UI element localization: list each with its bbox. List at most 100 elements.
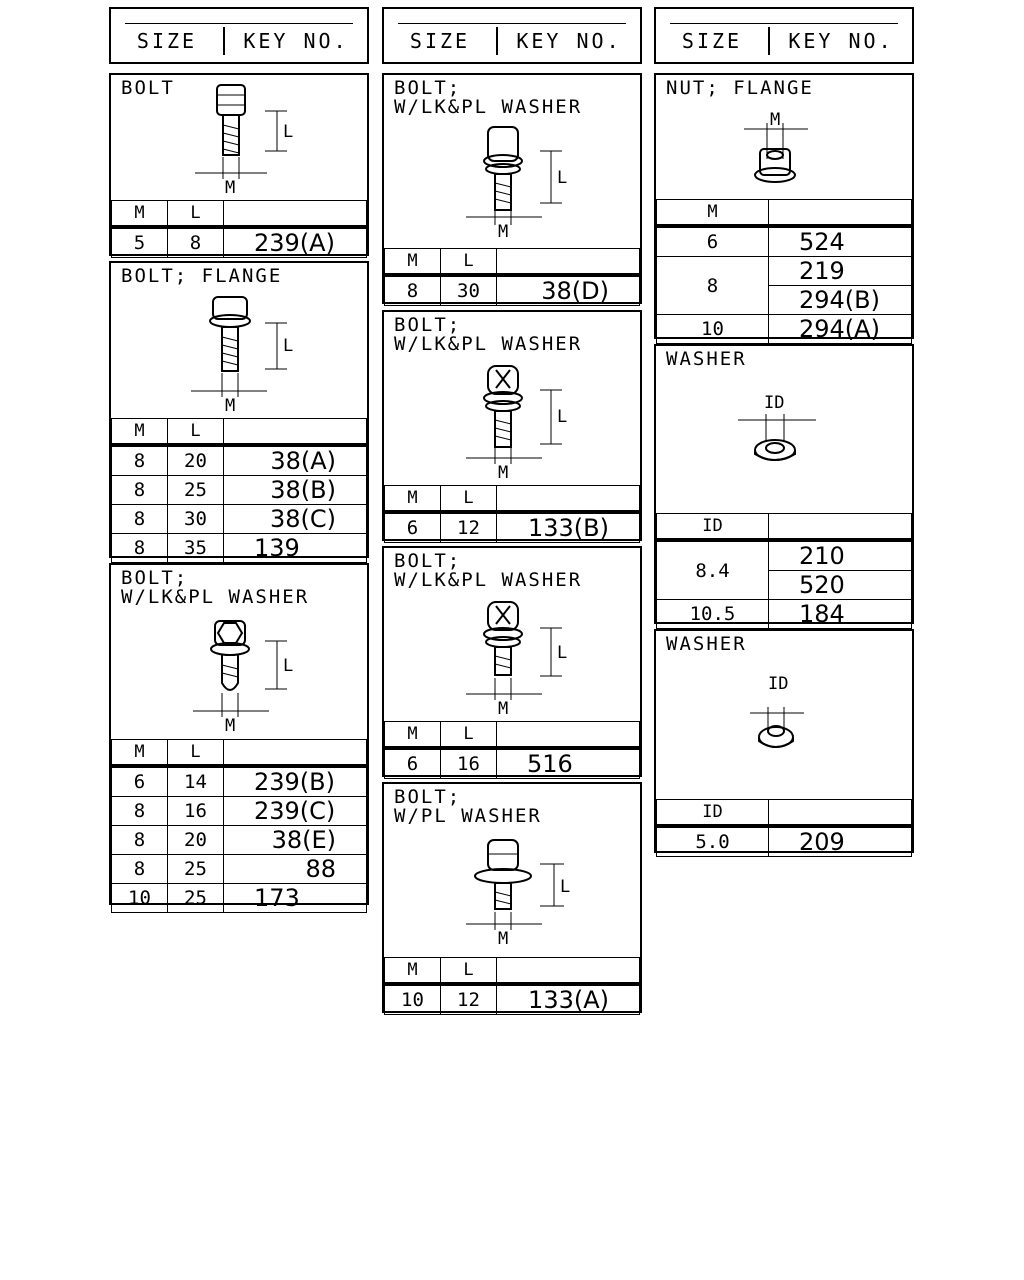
bolt-illustration: L M (195, 84, 293, 198)
dim-l-label: L (557, 407, 567, 427)
dim-l-label: L (560, 877, 570, 897)
dim-l-label: L (283, 656, 293, 676)
cell-key-no: 239(A) (223, 226, 367, 258)
head-l: L (167, 739, 224, 768)
cell-key-no: 184 (768, 599, 912, 629)
cell-m: 6 (384, 747, 441, 779)
cell-l: 35 (167, 533, 224, 563)
cell-l: 30 (167, 504, 224, 534)
cell-l: 20 (167, 444, 224, 476)
bolt-b-illustration: L M (466, 365, 567, 483)
table-head: ID (656, 513, 912, 542)
dim-m-label: M (498, 463, 508, 483)
cell-key-no: 219 (768, 256, 912, 286)
header-rule (125, 23, 353, 24)
part-title: BOLT (121, 77, 175, 99)
head-key (768, 199, 912, 228)
cell-l: 30 (440, 274, 497, 306)
part-title: BOLT; W/LK&PL WASHER (394, 314, 583, 355)
cell-m: 8 (111, 796, 168, 826)
cell-l: 16 (440, 747, 497, 779)
head-m: M (111, 418, 168, 447)
bolt-flange-illustration: L M (191, 296, 293, 416)
header-box-col1: SIZE KEY NO. (109, 7, 369, 64)
cell-m: 10 (656, 314, 769, 344)
head-l: L (167, 200, 224, 229)
bolt-lkpl-illustration: L M (193, 620, 293, 736)
cell-key-no: 38(A) (223, 444, 367, 476)
head-id: ID (656, 513, 769, 542)
dim-m-label: M (498, 222, 508, 242)
cell-l: 25 (167, 854, 224, 884)
cell-m: 10 (384, 983, 441, 1015)
cell-l: 8 (167, 226, 224, 258)
head-m: M (384, 957, 441, 986)
header-key-label: KEY NO. (788, 29, 894, 53)
table-row: 294(B) (657, 285, 912, 315)
cell-key-no: 524 (768, 225, 912, 257)
header-size-label: SIZE (384, 27, 498, 55)
cell-m: 8 (384, 274, 441, 306)
dim-m-label: M (498, 929, 508, 949)
head-key (496, 248, 640, 277)
part-title: BOLT; FLANGE (121, 265, 283, 287)
cell-l: 20 (167, 825, 224, 855)
header-size-label: SIZE (111, 27, 225, 55)
dim-m-label: M (225, 396, 235, 416)
cell-m: 6 (656, 225, 769, 257)
header-key-label: KEY NO. (243, 29, 349, 53)
bolt-d-illustration: L M (466, 839, 570, 949)
cell-key-no: 239(B) (223, 765, 367, 797)
head-m: M (111, 739, 168, 768)
cell-m: 8 (656, 256, 769, 315)
head-m: M (384, 248, 441, 277)
part-title: BOLT; W/LK&PL WASHER (121, 567, 310, 608)
head-key (768, 513, 912, 542)
head-m: M (384, 721, 441, 750)
cell-m: 8 (111, 533, 168, 563)
head-l: L (440, 721, 497, 750)
cell-key-no: 294(B) (768, 285, 912, 315)
washer-1-illustration: ID (738, 393, 816, 461)
cell-key-no: 133(B) (496, 511, 640, 543)
cell-id: 8.4 (656, 539, 769, 600)
cell-l: 14 (167, 765, 224, 797)
cell-key-no: 133(A) (496, 983, 640, 1015)
cell-key-no: 516 (496, 747, 640, 779)
cell-l: 25 (167, 883, 224, 913)
cell-key-no: 139 (223, 533, 367, 563)
dim-id-label: ID (764, 393, 784, 413)
part-title: NUT; FLANGE (666, 77, 814, 99)
head-key (223, 739, 367, 768)
head-m: M (384, 485, 441, 514)
head-key (768, 799, 912, 828)
cell-id: 10.5 (656, 599, 769, 629)
cell-m: 8 (111, 475, 168, 505)
header-size-label: SIZE (656, 27, 770, 55)
cell-key-no: 38(D) (496, 274, 640, 306)
head-m: M (656, 199, 769, 228)
